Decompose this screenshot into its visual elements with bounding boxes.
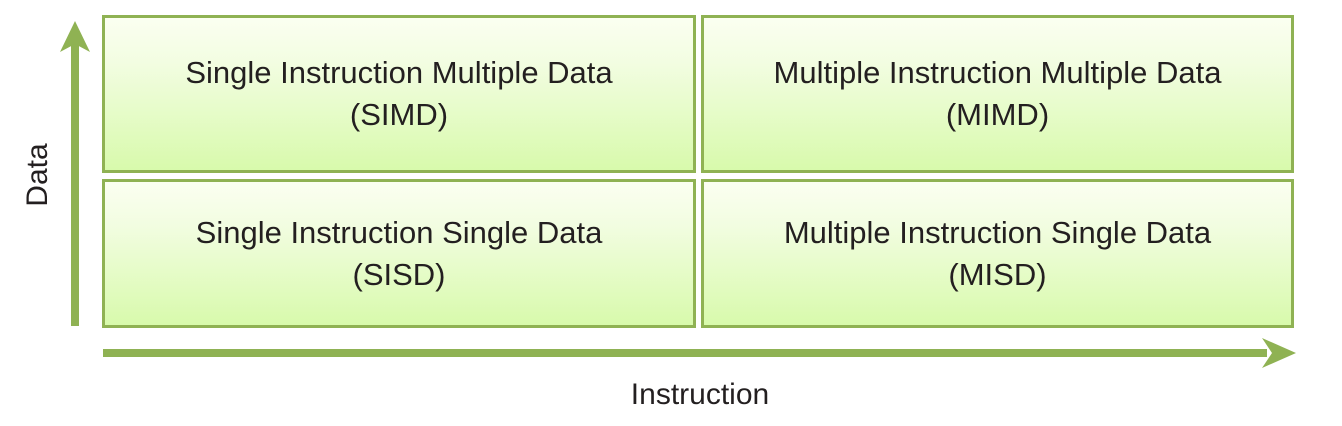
y-axis-arrow (60, 21, 90, 326)
quadrant-sisd-acronym: (SISD) (352, 256, 446, 292)
quadrant-grid: Single Instruction Multiple Data (SIMD) … (102, 15, 1294, 328)
quadrant-simd-name: Single Instruction Multiple Data (185, 55, 613, 90)
quadrant-mimd-text: Multiple Instruction Multiple Data (MIMD… (774, 52, 1222, 136)
quadrant-misd-text: Multiple Instruction Single Data (MISD) (784, 212, 1211, 296)
quadrant-simd-text: Single Instruction Multiple Data (SIMD) (185, 52, 612, 136)
quadrant-mimd[interactable]: Multiple Instruction Multiple Data (MIMD… (701, 15, 1294, 173)
quadrant-mimd-name: Multiple Instruction Multiple Data (773, 55, 1222, 90)
x-axis-arrow (103, 338, 1296, 368)
quadrant-misd-name: Multiple Instruction Single Data (783, 214, 1212, 250)
quadrant-sisd[interactable]: Single Instruction Single Data (SISD) (102, 179, 696, 328)
quadrant-misd-acronym: (MISD) (948, 256, 1047, 292)
x-axis-label: Instruction (630, 378, 770, 411)
quadrant-misd[interactable]: Multiple Instruction Single Data (MISD) (701, 179, 1294, 328)
quadrant-simd[interactable]: Single Instruction Multiple Data (SIMD) (102, 15, 696, 173)
quadrant-simd-acronym: (SIMD) (349, 97, 449, 132)
quadrant-sisd-name: Single Instruction Single Data (195, 214, 603, 250)
quadrant-mimd-acronym: (MIMD) (945, 97, 1050, 132)
quadrant-sisd-text: Single Instruction Single Data (SISD) (196, 212, 603, 296)
y-axis-label: Data (21, 143, 54, 207)
